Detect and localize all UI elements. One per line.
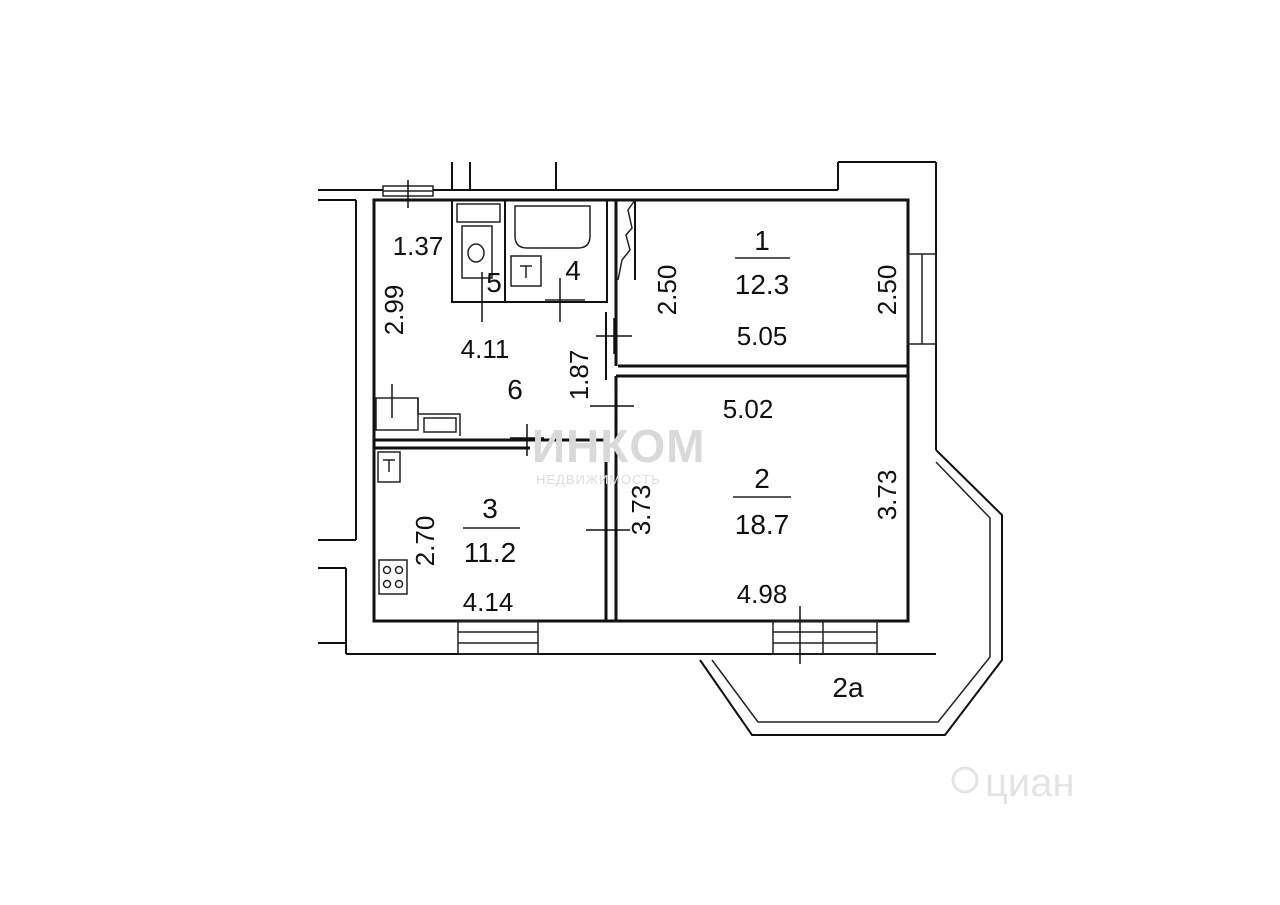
room-3-number: 3 — [482, 493, 498, 524]
stove-icon — [378, 559, 408, 595]
room-1-number: 1 — [754, 225, 770, 256]
svg-text:ИНКОМ: ИНКОМ — [532, 420, 705, 472]
room-1-area: 12.3 — [735, 269, 790, 300]
room-2-area: 18.7 — [735, 509, 790, 540]
room-1-dim-bottom: 5.05 — [737, 321, 788, 351]
room-2-dim-bottom: 4.98 — [737, 579, 788, 609]
room-3-dim-left: 2.70 — [410, 516, 440, 567]
room-6-number: 6 — [507, 374, 523, 405]
room-1-dim-left: 2.50 — [652, 265, 682, 316]
agency-watermark: ИНКОМ НЕДВИЖИМОСТЬ — [532, 420, 705, 487]
room-5-number: 5 — [486, 267, 502, 298]
apartment-walls — [372, 198, 910, 623]
svg-text:циан: циан — [985, 761, 1075, 805]
room-6-dim-bottom: 4.11 — [461, 334, 510, 364]
room-6-dim-right: 1.87 — [564, 350, 594, 401]
room-6-dim-left: 2.99 — [379, 285, 409, 336]
bathroom-block — [451, 199, 608, 303]
cian-watermark: циан — [951, 761, 1075, 805]
room-6: 1.37 4.11 6 2.99 1.87 — [379, 231, 594, 405]
hallway-fixtures — [375, 397, 461, 483]
room-3: 3 11.2 4.14 2.70 — [410, 493, 520, 617]
room-1: 1 12.3 5.05 2.50 2.50 — [652, 225, 902, 351]
room-3-area: 11.2 — [464, 537, 516, 568]
balcony-label: 2а — [832, 672, 864, 703]
room-1-dim-right: 2.50 — [872, 265, 902, 316]
room-4-number: 4 — [565, 255, 581, 286]
room-2-dim-left: 3.73 — [626, 485, 656, 536]
room-2: 5.02 2 18.7 4.98 3.73 3.73 — [626, 394, 902, 609]
svg-text:НЕДВИЖИМОСТЬ: НЕДВИЖИМОСТЬ — [536, 472, 661, 487]
room-2-dim-right: 3.73 — [872, 470, 902, 521]
room-6-dim-top: 1.37 — [393, 231, 444, 261]
room-2-dim-top: 5.02 — [723, 394, 774, 424]
door-markers — [391, 180, 801, 664]
balcony-outline — [699, 449, 1003, 736]
room-2-number: 2 — [754, 463, 770, 494]
room-3-dim-bottom: 4.14 — [463, 587, 514, 617]
